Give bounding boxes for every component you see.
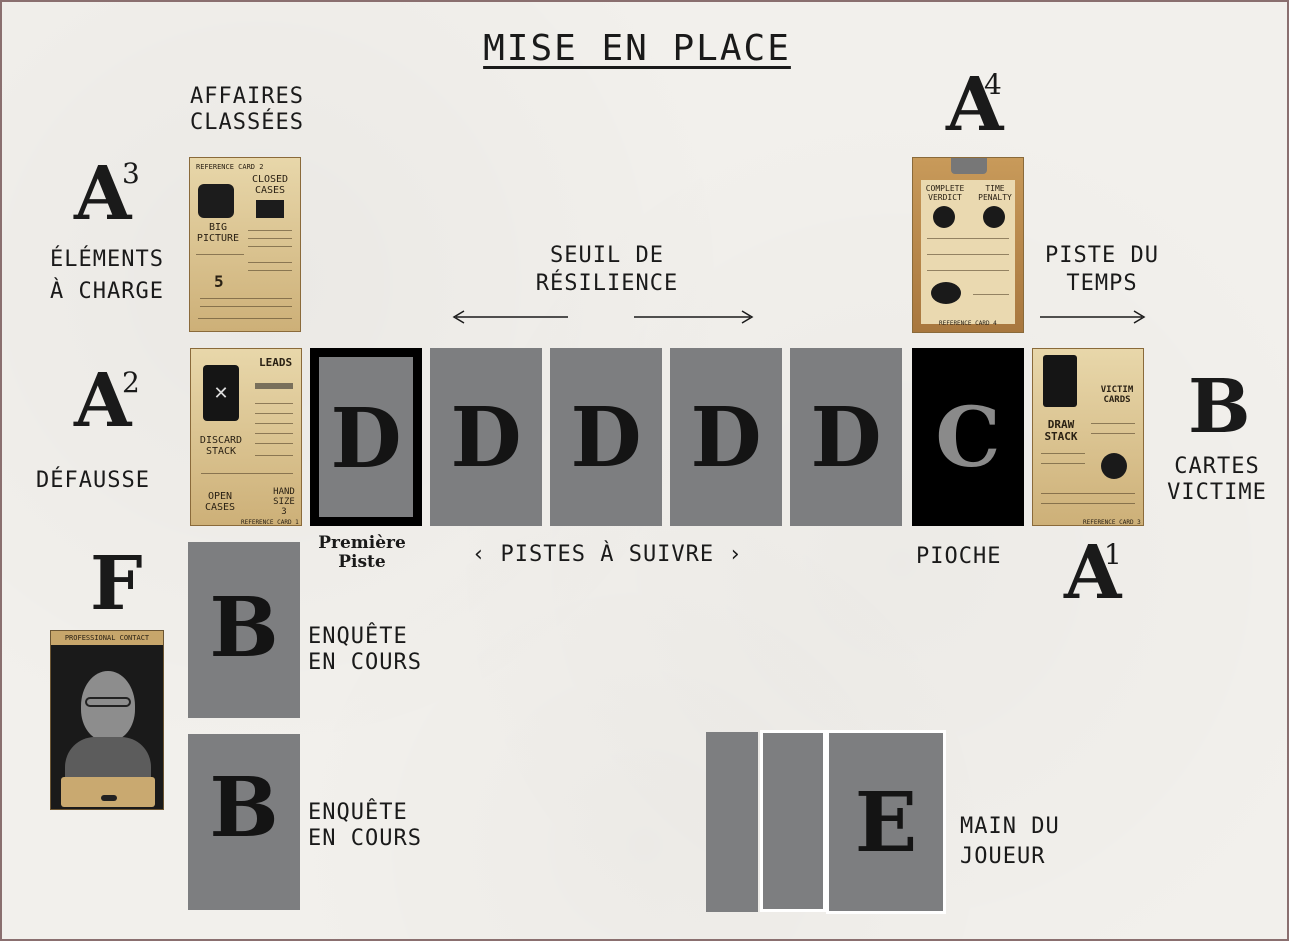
case-folder-icon [256, 200, 284, 218]
marker-a4: A 4 [946, 68, 1026, 148]
page-title: MISE EN PLACE [442, 28, 832, 69]
hand-card-3[interactable]: E [826, 730, 946, 914]
label-pioche: PIOCHE [916, 544, 1001, 570]
arrow-right-time-icon [1038, 306, 1146, 328]
lead-card-5[interactable]: D [790, 348, 902, 526]
marker-a1: A 1 [1064, 536, 1144, 616]
contact-nameplate [61, 777, 155, 807]
lead-card-4[interactable]: D [670, 348, 782, 526]
ongoing-case-card-2[interactable]: B [188, 734, 300, 910]
arrow-left-icon [450, 306, 570, 328]
lead-card-2[interactable]: D [430, 348, 542, 526]
hourglass-icon [983, 206, 1005, 228]
professional-contact-card: PROFESSIONAL CONTACT [50, 630, 164, 810]
key-icon [101, 795, 117, 801]
puzzle-piece-icon [198, 184, 234, 218]
marker-b: B [1188, 370, 1251, 444]
marker-a2: A 2 [74, 364, 154, 444]
label-defausse: DÉFAUSSE [36, 468, 150, 494]
arrow-right-icon [632, 306, 756, 328]
clipboard-clip [951, 158, 987, 174]
lead-card-3[interactable]: D [550, 348, 662, 526]
hand-card-2[interactable] [760, 730, 826, 912]
first-lead-card[interactable]: D [310, 348, 422, 526]
hand-card-1[interactable] [706, 732, 758, 912]
draw-deck-card[interactable]: C [912, 348, 1024, 526]
label-pistes-a-suivre: ‹ PISTES À SUIVRE › [472, 542, 743, 568]
fingerprint-icon [1101, 453, 1127, 479]
card-stack-icon [1043, 355, 1077, 407]
portrait-glasses [85, 697, 131, 707]
dead-end-icon [931, 282, 961, 304]
skull-icon [933, 206, 955, 228]
marker-a3: A 3 [74, 157, 154, 237]
discard-card-icon: ✕ [203, 365, 239, 421]
ongoing-case-card-1[interactable]: B [188, 542, 300, 718]
marker-f: F [90, 547, 143, 621]
